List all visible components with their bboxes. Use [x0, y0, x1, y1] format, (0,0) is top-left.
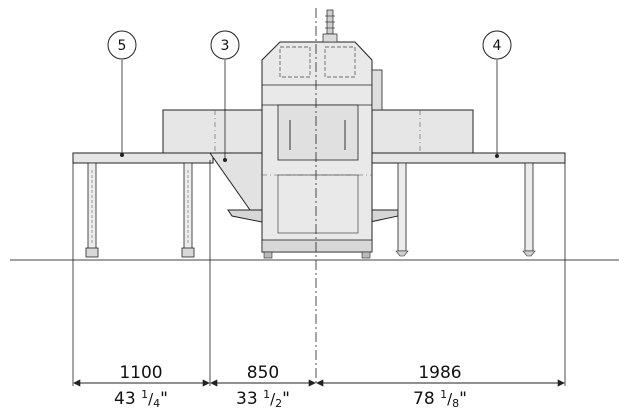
infeed-table	[72, 152, 214, 258]
dim-right-inch: 78 1/8"	[413, 388, 467, 410]
callout-3: 3	[210, 30, 240, 60]
discharge-chute	[209, 152, 263, 223]
dim-mid-mm: 850	[247, 363, 279, 383]
callout-5-label: 5	[118, 38, 127, 54]
callout-3-label: 3	[221, 38, 230, 54]
dim-left-inch: 43 1/4"	[114, 388, 168, 410]
dim-mid-inch: 33 1/2"	[236, 388, 290, 410]
callout-4: 4	[482, 30, 512, 60]
outfeed-table	[371, 152, 566, 257]
dim-right-mm: 1986	[418, 363, 461, 383]
callout-5: 5	[107, 30, 137, 60]
callout-4-label: 4	[493, 38, 502, 54]
machine-body	[261, 9, 383, 259]
dim-left-mm: 1100	[119, 363, 162, 383]
